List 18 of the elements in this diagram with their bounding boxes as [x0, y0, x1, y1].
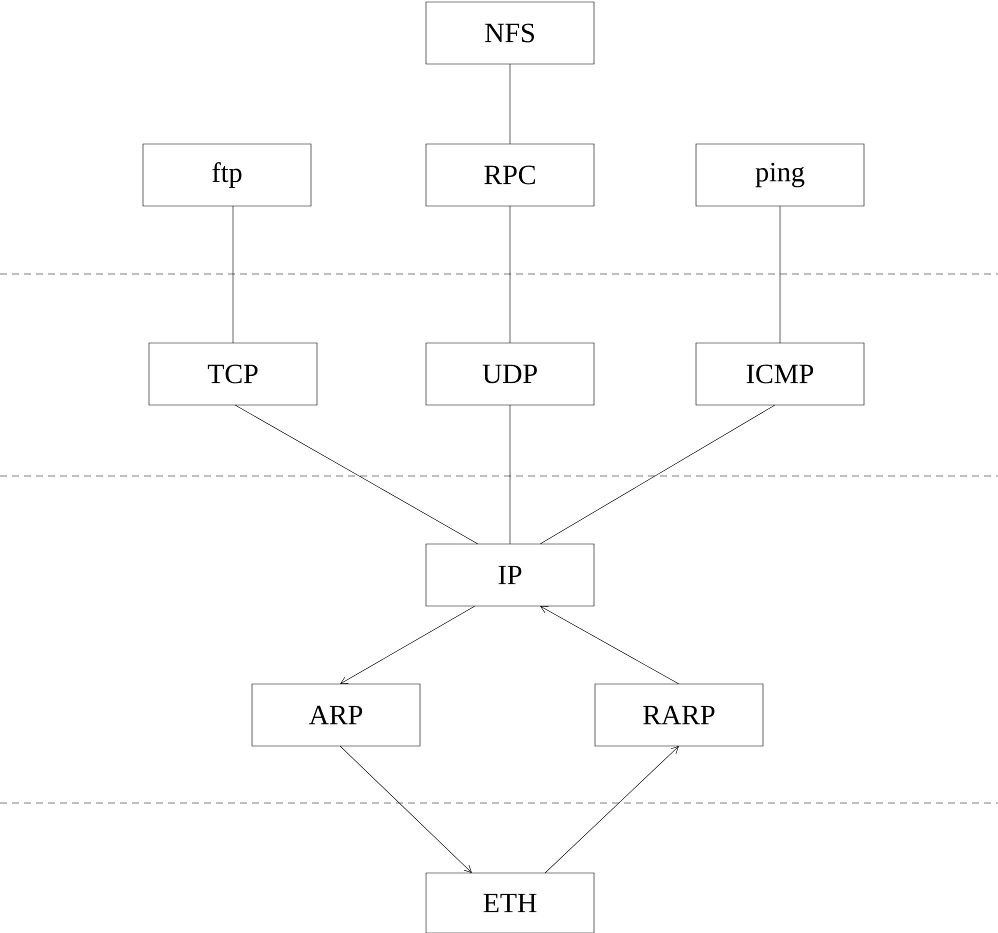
- protocol-box: ftp: [142, 144, 312, 206]
- protocol-box: RARP: [594, 684, 764, 746]
- connector-line: [340, 606, 476, 684]
- protocol-box: RPC: [426, 144, 594, 206]
- protocol-box: ARP: [252, 684, 420, 746]
- connector-line: [540, 606, 680, 684]
- connector-line: [232, 206, 234, 344]
- connector-line: [540, 404, 776, 544]
- protocol-box: IP: [426, 544, 594, 606]
- connector-line: [234, 404, 478, 544]
- protocol-box: ICMP: [696, 342, 864, 406]
- protocol-box: TCP: [148, 342, 318, 406]
- protocol-box: ETH: [426, 872, 594, 933]
- connector-line: [544, 746, 679, 874]
- protocol-box: ping: [696, 144, 864, 206]
- protocol-box: UDP: [426, 342, 594, 406]
- protocol-box: NFS: [426, 2, 594, 64]
- connector-line: [340, 746, 472, 873]
